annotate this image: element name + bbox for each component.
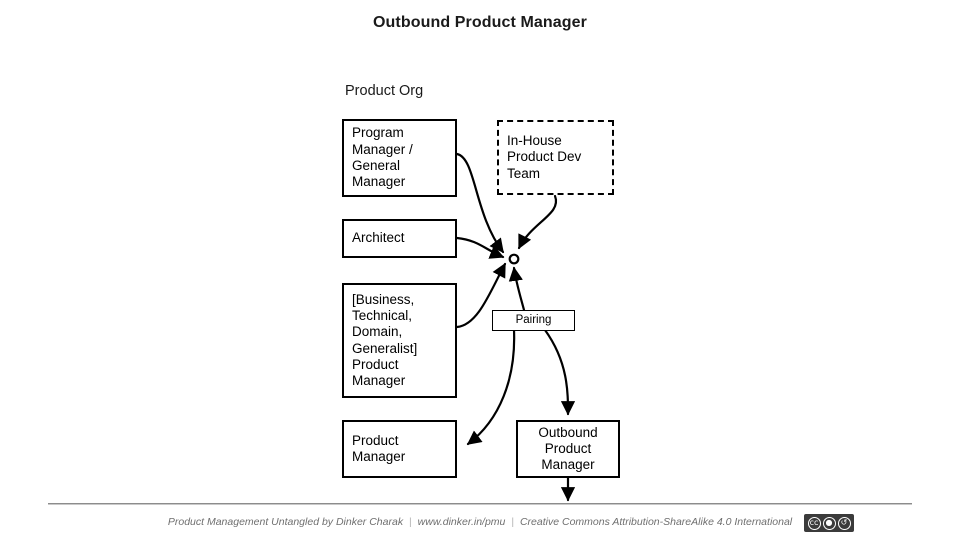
footer-separator-2: | — [511, 516, 515, 528]
footer-book-title: Product Management Untangled by Dinker C… — [167, 516, 404, 528]
footer-separator-1: | — [409, 516, 412, 528]
edge-pairing-to-junction — [508, 266, 526, 312]
edge-pairing-to-outbound-pm — [543, 328, 576, 416]
node-outbound-product-manager[interactable]: Outbound Product Manager — [516, 420, 620, 478]
cc-sharealike-icon: ↺ — [837, 516, 851, 530]
creative-commons-badge[interactable]: cc ● ↺ — [804, 514, 854, 532]
node-in-house-product-dev-team-label: In-House Product Dev Team — [507, 133, 582, 181]
edge-in-house-team-to-junction — [517, 194, 558, 250]
page-title: Outbound Product Manager — [373, 14, 587, 31]
group-label-product-org: Product Org — [345, 83, 424, 99]
node-pairing-label: Pairing — [515, 314, 552, 326]
node-btdg-product-manager-label: [Business, Technical, Domain, Generalist… — [352, 291, 418, 389]
node-program-manager-label: Program Manager / General Manager — [352, 125, 413, 190]
node-program-manager[interactable]: Program Manager / General Manager — [342, 119, 457, 197]
node-pairing[interactable]: Pairing — [492, 310, 575, 331]
node-btdg-product-manager[interactable]: [Business, Technical, Domain, Generalist… — [342, 283, 457, 398]
footer-divider — [48, 503, 912, 505]
node-product-manager[interactable]: Product Manager — [342, 420, 457, 478]
cc-by-person-icon: ● — [822, 516, 836, 530]
footer-url[interactable]: www.dinker.in/pmu — [417, 516, 506, 528]
node-outbound-product-manager-label: Outbound Product Manager — [538, 424, 598, 473]
node-architect[interactable]: Architect — [342, 219, 457, 258]
node-product-manager-label: Product Manager — [352, 432, 406, 464]
node-in-house-product-dev-team[interactable]: In-House Product Dev Team — [497, 120, 614, 195]
junction-node — [508, 253, 520, 265]
node-architect-label: Architect — [352, 230, 405, 246]
edge-pairing-to-product-manager — [466, 328, 516, 446]
cc-icon: cc — [807, 516, 821, 530]
footer-credit: Product Management Untangled by Dinker C… — [0, 516, 960, 528]
footer-license: Creative Commons Attribution-ShareAlike … — [519, 516, 793, 528]
edge-architect-to-junction — [455, 236, 505, 259]
